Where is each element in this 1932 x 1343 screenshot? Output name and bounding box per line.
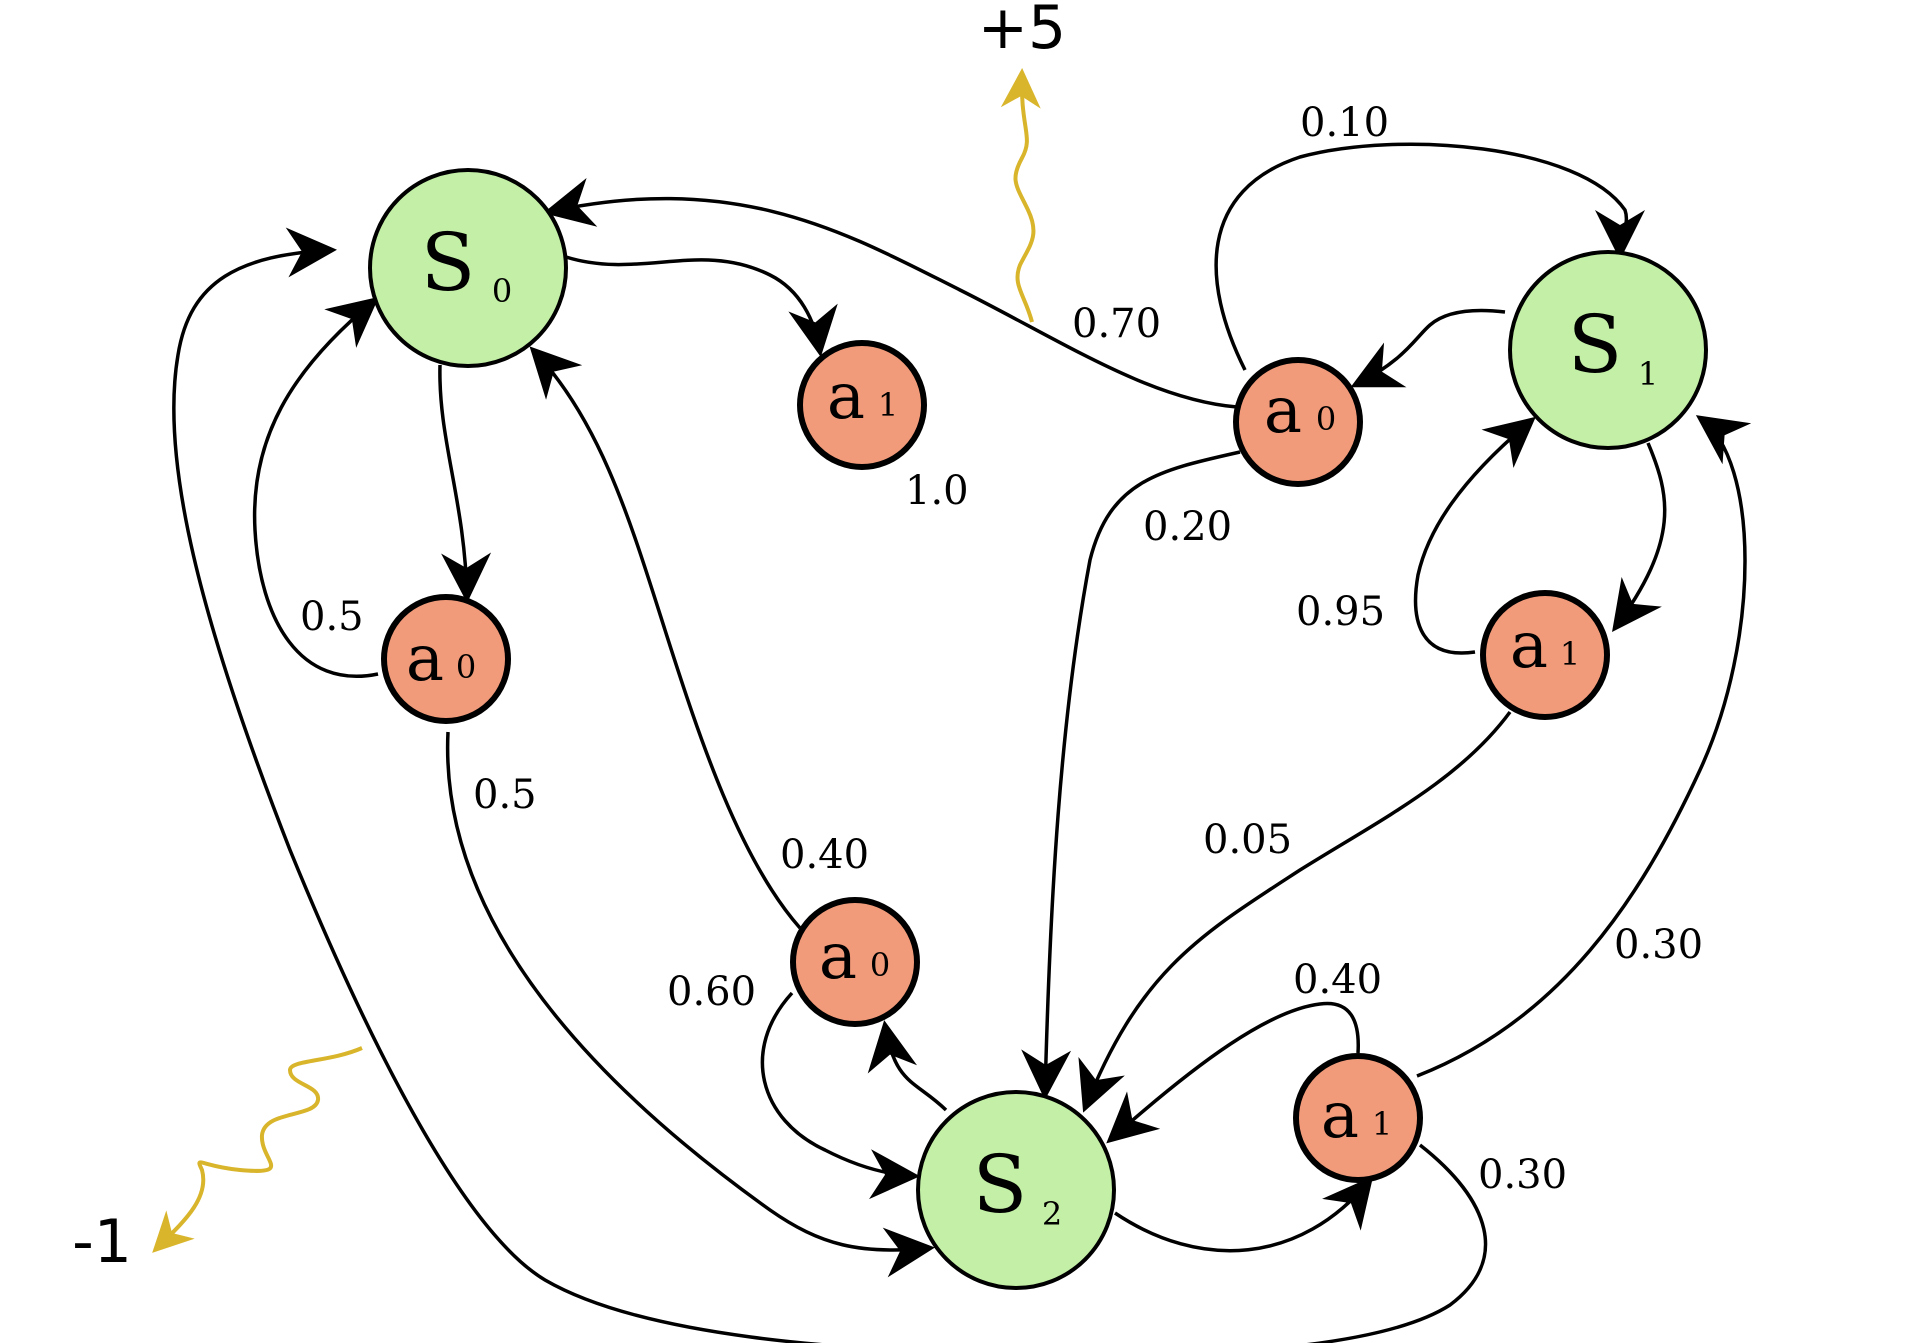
prob-s0a0-to-s0: 0.5 [300,594,364,640]
edge-s2-to-s2a0 [867,1020,948,1112]
edge-s2a1-to-s2 [1106,1001,1360,1144]
edge-s1-to-s1a1 [1612,442,1667,633]
state-s1: S 1 [1508,250,1708,450]
state-s1-circle [1508,250,1708,450]
state-s0-circle [368,168,568,368]
state-s2: S 2 [916,1090,1116,1290]
edge-s2a1-to-s1 [1416,415,1752,1078]
prob-s1a1-to-s1: 0.95 [1296,589,1385,635]
reward-negative-arrow [152,1046,363,1253]
edge-s2a0-to-s0 [529,346,802,930]
action-s0a0-sub: 0 [456,648,476,686]
state-s2-letter: S [973,1138,1028,1231]
edge-s0-to-s0a0 [438,364,492,603]
action-s0a0: a 0 [381,594,511,724]
prob-s1a0-to-s1: 0.10 [1300,100,1389,146]
prob-s1a1-to-s2: 0.05 [1203,817,1292,863]
action-s2a1-circle [1293,1053,1423,1183]
prob-s1a0-to-s2: 0.20 [1143,504,1232,550]
action-s2a0-letter: a [819,920,857,994]
action-s1a1: a 1 [1480,590,1610,720]
action-s2a1-sub: 1 [1372,1105,1392,1143]
action-s1a1-letter: a [1510,609,1548,683]
action-s1a1-circle [1480,590,1610,720]
edge-s1a0-to-s0 [543,177,1238,409]
reward-positive-label: +5 [978,0,1066,63]
edge-s0a0-to-s0 [252,296,379,678]
edge-s2a0-to-s2 [760,991,920,1200]
action-s1a0: a 0 [1233,357,1363,487]
edge-s2a1-to-s0 [172,227,1488,1343]
state-s0-sub: 0 [492,272,512,310]
action-s0a0-circle [381,594,511,724]
prob-s0a0-to-s2: 0.5 [473,772,537,818]
action-s1a0-circle [1233,357,1363,487]
state-s0: S 0 [368,168,568,368]
state-s0-letter: S [421,216,476,309]
action-s1a1-sub: 1 [1560,635,1580,673]
action-s1a0-letter: a [1264,374,1302,448]
action-s0a1: a 1 [797,340,927,470]
edge-s1a1-to-s2 [1078,710,1512,1113]
edge-s1a0-to-s1 [1214,142,1646,371]
action-s0a0-letter: a [406,622,444,696]
action-s0a1-sub: 1 [878,386,898,424]
prob-s1a0-to-s0: 0.70 [1072,301,1161,347]
edge-s1a0-to-s2 [1021,450,1241,1100]
state-s1-sub: 1 [1638,355,1658,393]
edge-s1-to-s1a0 [1350,308,1506,388]
action-s0a1-letter: a [827,360,865,434]
action-s2a0-circle [790,897,920,1027]
action-s2a1: a 1 [1293,1053,1423,1183]
state-s1-letter: S [1568,298,1623,391]
reward-positive-arrow [1000,68,1041,323]
edge-s2-to-s2a1 [1114,1176,1374,1253]
action-s1a0-sub: 0 [1316,400,1336,438]
action-s0a1-circle [797,340,927,470]
prob-s0a1-to-s2: 1.0 [905,468,969,514]
prob-s2a1-to-s0: 0.30 [1478,1152,1567,1198]
prob-s2a1-to-s2: 0.40 [1293,957,1382,1003]
prob-s2a1-to-s1: 0.30 [1614,922,1703,968]
edge-s1a1-to-s1 [1413,416,1536,655]
state-s2-circle [916,1090,1116,1290]
action-s2a0-sub: 0 [870,946,890,984]
reward-negative-label: -1 [72,1207,132,1277]
action-s2a1-letter: a [1321,1079,1359,1153]
state-s2-sub: 2 [1042,1195,1062,1233]
prob-s2a0-to-s2: 0.60 [667,969,756,1015]
edge-s0-to-s0a1 [565,255,838,357]
action-s2a0: a 0 [790,897,920,1027]
edge-s0a0-to-s2 [445,731,935,1278]
prob-s2a0-to-s0: 0.40 [780,832,869,878]
